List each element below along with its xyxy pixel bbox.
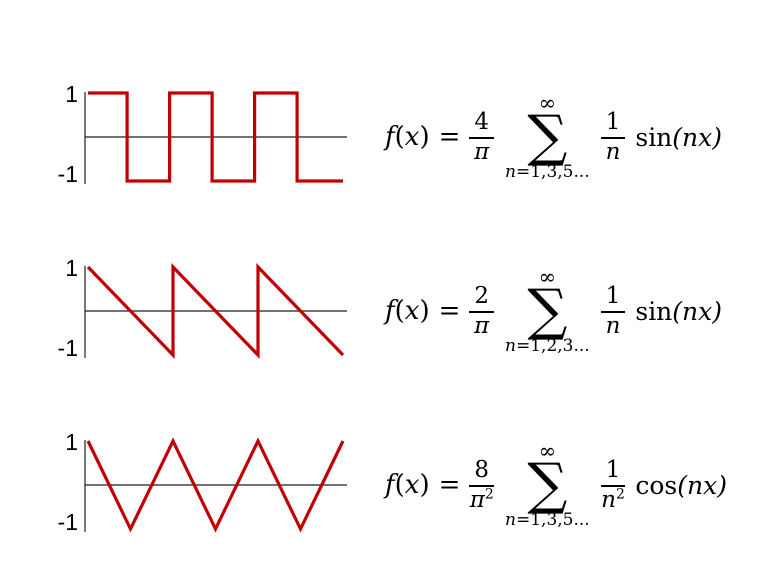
fraction-denominator: π (474, 138, 490, 165)
infinity-symbol: ∞ (538, 265, 557, 290)
paren: ) (419, 296, 430, 326)
fraction-denominator: n (605, 312, 621, 339)
trig-argument: (nx) (672, 122, 723, 152)
function-symbol: f (385, 122, 395, 152)
coefficient-fraction: 8 π2 (469, 458, 495, 513)
equals-sign: = (438, 296, 461, 326)
summation-lower-limit: n=1,3,5... (505, 509, 590, 530)
coefficient-fraction: 2 π (469, 284, 495, 339)
fourier-formula-sawtooth: f(x) = 2 π ∞ ∑ n=1,2,3... 1 n sin(nx) (385, 255, 722, 367)
y-axis-label-top: 1 (65, 81, 78, 107)
y-axis-label-bottom: -1 (58, 161, 78, 187)
square-waveform (88, 91, 343, 183)
paren: ( (394, 470, 405, 500)
fraction-denominator: π (474, 312, 490, 339)
sigma-symbol: ∑ (527, 104, 568, 170)
y-axis-label-bottom: -1 (58, 335, 78, 361)
summation: ∞ ∑ n=1,2,3... (505, 267, 590, 354)
fourier-row-square: 1 -1 f(x) = 4 π ∞ ∑ n=1,3,5... 1 n sin(nx… (0, 81, 784, 193)
summation-lower-limit: n=1,3,5... (505, 161, 590, 182)
variable-x: x (404, 296, 420, 326)
trig-term: sin(nx) (635, 297, 722, 326)
formula-lhs: f(x) = (385, 122, 460, 152)
fourier-row-triangle: 1 -1 f(x) = 8 π2 ∞ ∑ n=1,3,5... 1 n2 cos(… (0, 429, 784, 541)
formula-lhs: f(x) = (385, 296, 460, 326)
triangle-wave-plot: 1 -1 (58, 429, 347, 535)
trig-term: cos(nx) (635, 471, 727, 500)
sawtooth-wave-plot: 1 -1 (58, 255, 347, 361)
square-wave-plot: 1 -1 (58, 81, 347, 187)
y-axis-label-top: 1 (65, 429, 78, 455)
sigma-symbol: ∑ (527, 278, 568, 344)
summation: ∞ ∑ n=1,3,5... (505, 441, 590, 528)
term-fraction: 1 n (600, 284, 626, 339)
fraction-numerator: 8 (469, 458, 495, 487)
trig-function-name: sin (635, 296, 673, 326)
equals-sign: = (438, 470, 461, 500)
function-symbol: f (385, 296, 395, 326)
variable-x: x (404, 122, 420, 152)
fourier-formula-triangle: f(x) = 8 π2 ∞ ∑ n=1,3,5... 1 n2 cos(nx) (385, 429, 727, 541)
term-fraction: 1 n (600, 110, 626, 165)
coefficient-fraction: 4 π (469, 110, 495, 165)
trig-argument: (nx) (672, 296, 723, 326)
fourier-formula-square: f(x) = 4 π ∞ ∑ n=1,3,5... 1 n sin(nx) (385, 81, 722, 193)
trig-term: sin(nx) (635, 123, 722, 152)
paren: ( (394, 296, 405, 326)
y-axis-label-bottom: -1 (58, 509, 78, 535)
sawtooth-waveform (86, 263, 345, 359)
formula-lhs: f(x) = (385, 470, 460, 500)
trig-function-name: cos (635, 470, 678, 500)
fraction-numerator: 1 (600, 284, 626, 313)
function-symbol: f (385, 470, 395, 500)
term-fraction: 1 n2 (600, 458, 626, 513)
fraction-numerator: 1 (600, 458, 626, 487)
fraction-denominator: n (605, 138, 621, 165)
fraction-denominator: π2 (469, 485, 494, 513)
trig-function-name: sin (635, 122, 673, 152)
infinity-symbol: ∞ (538, 439, 557, 464)
summation: ∞ ∑ n=1,3,5... (505, 93, 590, 180)
y-axis-label-top: 1 (65, 255, 78, 281)
infinity-symbol: ∞ (538, 91, 557, 116)
triangle-waveform (86, 437, 345, 533)
fraction-numerator: 2 (469, 284, 495, 313)
fraction-numerator: 1 (600, 110, 626, 139)
fraction-denominator: n2 (601, 485, 625, 513)
sigma-symbol: ∑ (527, 452, 568, 518)
variable-x: x (404, 470, 420, 500)
paren: ( (394, 122, 405, 152)
fraction-numerator: 4 (469, 110, 495, 139)
paren: ) (419, 122, 430, 152)
paren: ) (419, 470, 430, 500)
exponent: 2 (484, 485, 494, 502)
trig-argument: (nx) (677, 470, 727, 500)
summation-lower-limit: n=1,2,3... (505, 335, 590, 356)
fourier-row-sawtooth: 1 -1 f(x) = 2 π ∞ ∑ n=1,2,3... 1 n sin(nx… (0, 255, 784, 367)
equals-sign: = (438, 122, 461, 152)
exponent: 2 (615, 485, 625, 502)
